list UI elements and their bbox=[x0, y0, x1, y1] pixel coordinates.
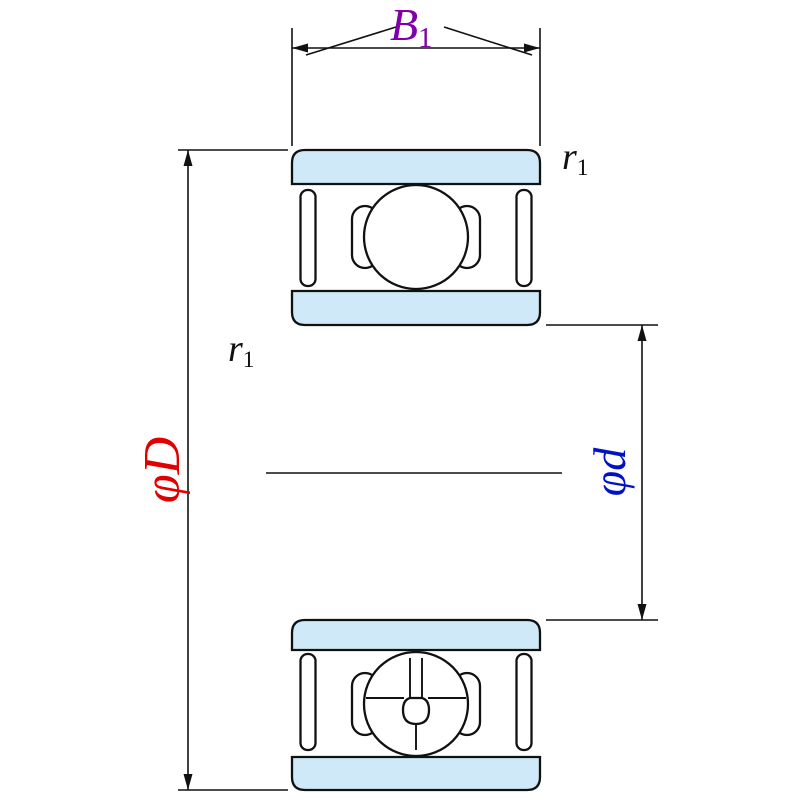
bearing-upper-section bbox=[290, 148, 542, 327]
dimension-phi-d bbox=[546, 324, 658, 621]
r1-top-subscript: 1 bbox=[576, 154, 589, 181]
arrowhead-down bbox=[637, 604, 647, 620]
outer-ring-lower bbox=[290, 755, 542, 792]
arrowhead-right bbox=[524, 43, 540, 53]
shield-right-upper bbox=[515, 188, 533, 288]
dimension-label-r1-top: r1 bbox=[562, 138, 589, 180]
b1-letter: B bbox=[390, 0, 419, 50]
arrowhead-up bbox=[183, 150, 193, 166]
phi-d-text: φd bbox=[584, 447, 635, 497]
r1-top-letter: r bbox=[562, 136, 577, 178]
dimension-b1 bbox=[291, 26, 541, 146]
arrowhead-down bbox=[183, 774, 193, 790]
b1-subscript: 1 bbox=[418, 23, 433, 55]
dimension-label-phi-d: φd bbox=[584, 447, 635, 497]
dimension-label-phi-D: φD bbox=[134, 436, 191, 504]
inner-ring-upper bbox=[290, 289, 542, 327]
dimension-label-b1: B1 bbox=[390, 2, 432, 54]
shield-right-lower bbox=[515, 652, 533, 752]
r1-left-subscript: 1 bbox=[242, 346, 255, 373]
ball-upper bbox=[362, 183, 470, 291]
r1-left-letter: r bbox=[228, 328, 243, 370]
outer-ring-upper bbox=[290, 148, 542, 186]
inner-ring-lower bbox=[290, 618, 542, 652]
bearing-lower-section bbox=[290, 618, 542, 792]
shield-left-lower bbox=[299, 652, 317, 752]
dimension-label-r1-left: r1 bbox=[228, 330, 255, 372]
rivet-head bbox=[401, 696, 431, 726]
cage-rivet bbox=[366, 658, 466, 750]
arrowhead-up bbox=[637, 325, 647, 341]
shield-left-upper bbox=[299, 188, 317, 288]
leader-line bbox=[305, 26, 397, 56]
arrowhead-left bbox=[292, 43, 308, 53]
phi-D-text: φD bbox=[134, 436, 191, 504]
leader-line bbox=[443, 26, 533, 56]
dimension-phi-D bbox=[178, 149, 288, 791]
